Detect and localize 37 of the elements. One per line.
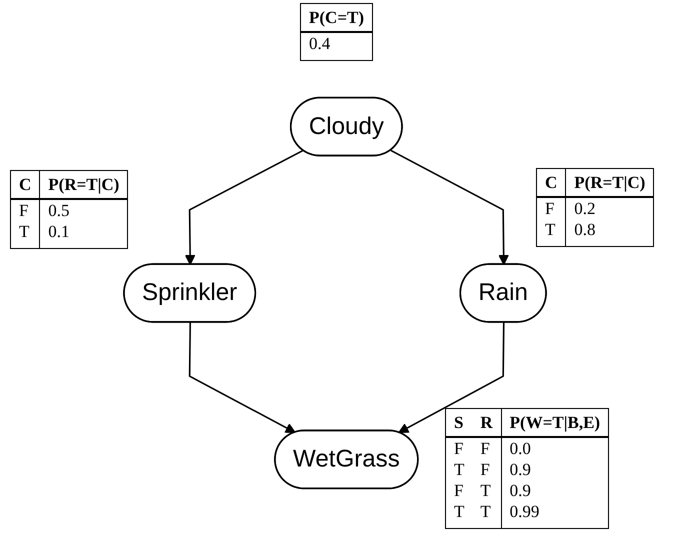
probability-value: 0.8 — [566, 219, 654, 246]
column-header: R — [472, 408, 502, 437]
truth-value: T — [446, 501, 472, 528]
truth-value: F — [446, 480, 472, 501]
variable-node: Sprinkler — [123, 263, 256, 323]
column-header: S — [446, 408, 472, 437]
variable-node: Rain — [460, 263, 547, 323]
probability-value: 0.9 — [501, 480, 609, 501]
probability-value: 0.99 — [501, 501, 609, 528]
variable-node: WetGrass — [274, 430, 419, 490]
probability-value: 0.5 — [40, 199, 128, 221]
truth-value: T — [472, 501, 502, 528]
truth-value: F — [472, 459, 502, 480]
truth-value: T — [446, 459, 472, 480]
truth-value: F — [10, 199, 40, 221]
arrow — [188, 322, 296, 434]
probability-value: 0.9 — [501, 459, 609, 480]
probability-value: 0.1 — [40, 221, 128, 248]
arrow — [390, 150, 509, 266]
probability-value: 0.2 — [566, 197, 654, 219]
column-header: P(C=T) — [300, 4, 373, 32]
truth-value: F — [472, 437, 502, 459]
arrow — [184, 150, 304, 266]
column-header: P(R=T|C) — [40, 170, 128, 199]
truth-value: F — [536, 197, 566, 219]
column-header: P(R=T|C) — [566, 168, 654, 197]
truth-value: T — [536, 219, 566, 246]
column-header: C — [10, 170, 40, 199]
truth-value: F — [446, 437, 472, 459]
column-header: C — [536, 168, 566, 197]
probability-value: 0.4 — [300, 32, 373, 60]
variable-node: Cloudy — [290, 96, 403, 156]
arrow — [398, 322, 505, 434]
truth-value: T — [10, 221, 40, 248]
column-header: P(W=T|B,E) — [501, 408, 609, 437]
probability-value: 0.0 — [501, 437, 609, 459]
truth-value: T — [472, 480, 502, 501]
